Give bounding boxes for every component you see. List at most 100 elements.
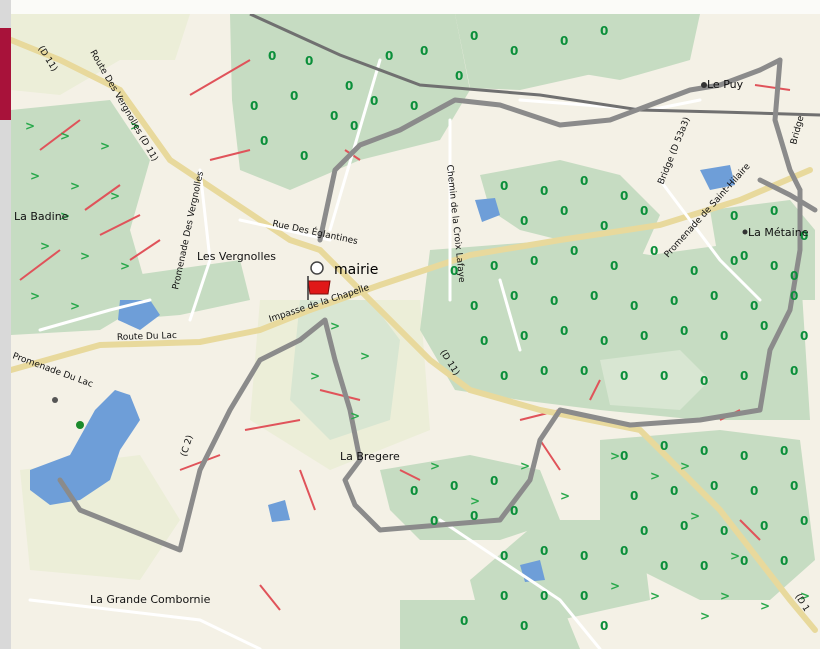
tree-icon: 0	[720, 524, 728, 538]
tree-icon: 0	[540, 184, 548, 198]
tree-icon: 0	[590, 289, 598, 303]
tree-icon: 0	[410, 99, 418, 113]
left-toolbar-edge	[0, 0, 11, 649]
scrub-icon: >	[610, 579, 620, 593]
scrub-icon: >	[30, 289, 40, 303]
place-les-vergnolles: Les Vergnolles	[197, 250, 276, 263]
tree-icon: 0	[630, 489, 638, 503]
map-canvas[interactable]: 0 0 0 0 0 0 0 0 0 0 0 0 0 0 0 0 0 0 0 0 0 0 0 0 0 0 0 0 0 0 0 0 0 0 0 0 0 0 0 0…	[8, 12, 820, 649]
tree-icon: 0	[610, 259, 618, 273]
tree-icon: 0	[560, 324, 568, 338]
le-puy-dot	[701, 82, 707, 88]
tree-icon: 0	[500, 549, 508, 563]
scrub-icon: >	[700, 609, 710, 623]
tree-icon: 0	[640, 524, 648, 538]
tree-icon: 0	[470, 299, 478, 313]
scrub-icon: >	[470, 494, 480, 508]
tree-icon: 0	[630, 299, 638, 313]
tree-icon: 0	[530, 254, 538, 268]
tree-icon: 0	[290, 89, 298, 103]
poi-mairie: mairie	[334, 262, 378, 278]
railway	[249, 12, 820, 117]
tree-icon: 0	[660, 439, 668, 453]
scrub-icon: >	[110, 189, 120, 203]
tree-icon: 0	[770, 204, 778, 218]
tree-icon: 0	[650, 244, 658, 258]
map-svg[interactable]: 0 0 0 0 0 0 0 0 0 0 0 0 0 0 0 0 0 0 0 0 0 0 0 0 0 0 0 0 0 0 0 0 0 0 0 0 0 0 0 0…	[8, 12, 820, 649]
scrub-icon: >	[720, 589, 730, 603]
tree-icon: 0	[480, 334, 488, 348]
scrub-icon: >	[360, 349, 370, 363]
tree-icon: 0	[570, 244, 578, 258]
tree-icon: 0	[490, 474, 498, 488]
tree-icon: 0	[790, 479, 798, 493]
tree-icon: 0	[780, 444, 788, 458]
tree-icon: 0	[540, 544, 548, 558]
tree-icon: 0	[620, 449, 628, 463]
flag-marker-icon	[307, 280, 331, 295]
scrub-icon: >	[760, 599, 770, 613]
top-strip	[0, 0, 820, 14]
mairie-marker[interactable]	[307, 261, 331, 300]
tree-icon: 0	[550, 294, 558, 308]
tree-icon: 0	[730, 209, 738, 223]
tree-icon: 0	[345, 79, 353, 93]
tree-icon: 0	[500, 179, 508, 193]
scrub-icon: >	[430, 459, 440, 473]
tree-icon: 0	[268, 49, 276, 63]
tree-icon: 0	[520, 619, 528, 633]
tree-icon: 0	[800, 329, 808, 343]
scrub-icon: >	[730, 549, 740, 563]
tree-icon: 0	[430, 514, 438, 528]
tree-icon: 0	[350, 119, 358, 133]
scrub-icon: >	[350, 409, 360, 423]
scrub-icon: >	[40, 239, 50, 253]
mairie-icon	[310, 261, 324, 275]
tree-icon: 0	[680, 324, 688, 338]
tree-icon: 0	[760, 319, 768, 333]
place-la-bregere: La Bregere	[340, 450, 400, 463]
tree-icon: 0	[740, 249, 748, 263]
tree-icon: 0	[470, 509, 478, 523]
minor-roads	[28, 58, 762, 649]
tree-icon: 0	[520, 329, 528, 343]
tree-icon: 0	[640, 204, 648, 218]
scrub-icon: >	[70, 299, 80, 313]
tree-icon: 0	[730, 254, 738, 268]
tree-symbols: 0 0 0 0 0 0 0 0 0 0 0 0 0 0 0 0 0 0 0 0 0 0 0 0 0 0 0 0 0 0 0 0 0 0 0 0 0 0 0 0…	[250, 24, 808, 633]
scrub-icon: >	[330, 319, 340, 333]
scrub-icon: >	[120, 259, 130, 273]
tree-icon: 0	[790, 269, 798, 283]
tree-icon: 0	[370, 94, 378, 108]
tree-icon: 0	[560, 204, 568, 218]
tree-icon: 0	[460, 614, 468, 628]
tree-icon: 0	[580, 174, 588, 188]
tree-icon: 0	[750, 484, 758, 498]
tree-icon: 0	[455, 69, 463, 83]
tree-icon: 0	[660, 559, 668, 573]
tree-icon: 0	[640, 329, 648, 343]
tree-icon: 0	[520, 214, 528, 228]
scrub-icon: >	[60, 209, 70, 223]
place-le-puy: Le Puy	[707, 78, 744, 91]
tree-icon: 0	[580, 364, 588, 378]
tree-icon: 0	[385, 49, 393, 63]
tree-icon: 0	[620, 544, 628, 558]
tree-icon: 0	[510, 504, 518, 518]
tree-icon: 0	[740, 554, 748, 568]
tree-icon: 0	[770, 259, 778, 273]
scrub-icon: >	[610, 449, 620, 463]
scrub-icon: >	[60, 129, 70, 143]
tree-icon: 0	[300, 149, 308, 163]
tree-icon: 0	[260, 134, 268, 148]
tree-icon: 0	[450, 264, 458, 278]
tree-icon: 0	[670, 484, 678, 498]
tree-icon: 0	[540, 364, 548, 378]
scrub-icon: >	[560, 489, 570, 503]
tree-icon: 0	[450, 479, 458, 493]
scrub-icon: >	[520, 459, 530, 473]
tree-icon: 0	[510, 289, 518, 303]
scrub-icon: >	[800, 589, 810, 603]
tree-icon: 0	[740, 449, 748, 463]
